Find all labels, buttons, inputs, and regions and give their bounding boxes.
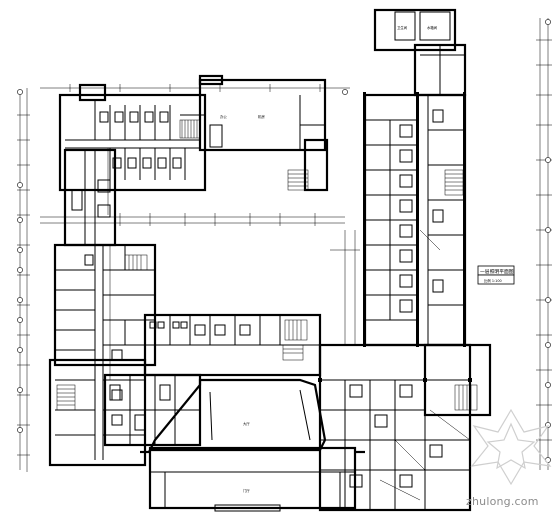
watermark-text: zhulong.com — [466, 495, 539, 508]
room-label: 办公 — [220, 114, 227, 119]
upper-left-wing — [58, 74, 329, 247]
room-label: 门厅 — [243, 488, 250, 493]
axis-grid — [17, 18, 552, 472]
legend-box: 一层照明平面图 比例 1:100 — [477, 265, 515, 285]
right-wing — [363, 8, 467, 347]
watermark-logo-icon — [470, 408, 552, 486]
legend-subtitle: 比例 1:100 — [484, 278, 502, 283]
room-label: 大厅 — [243, 421, 250, 426]
legend-title: 一层照明平面图 — [480, 269, 514, 275]
room-label: 水箱间 — [427, 25, 438, 30]
wiring — [107, 148, 471, 501]
left-wing — [48, 243, 157, 467]
room-label: 卫生间 — [397, 25, 408, 30]
room-label: 机房 — [258, 114, 265, 119]
room-labels: 卫生间 水箱间 大厅 机房 办公 门厅 — [220, 25, 438, 493]
